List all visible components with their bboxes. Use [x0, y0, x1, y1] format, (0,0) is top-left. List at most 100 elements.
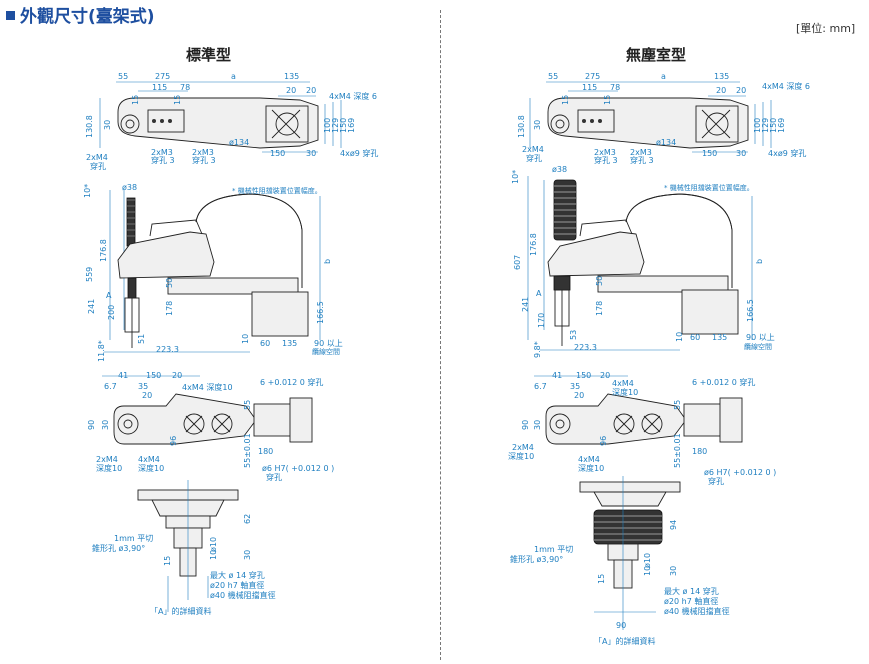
- cr-detail-cut: 1mm 平切: [534, 545, 573, 554]
- std-detail-v10: 10: [209, 550, 218, 560]
- cr-detail-v15: 15: [597, 574, 606, 584]
- cr-plan-d20: 20: [600, 371, 610, 380]
- cr-top-v15b: 15: [603, 95, 612, 105]
- std-detail-v62: 62: [243, 514, 252, 524]
- cr-plan-m4a-b: 深度10: [508, 451, 534, 461]
- cr-plan-h7: ø6 H7( +0.012 0 ): [704, 468, 776, 477]
- cr-side-phi38: ø38: [552, 165, 567, 174]
- cr-plan-d67: 6.7: [534, 382, 547, 391]
- cr-plan-d41: 41: [552, 371, 562, 380]
- std-side-d2233: 223.3: [156, 345, 179, 354]
- std-detail-phi40: ø40 機械阻擋直徑: [210, 590, 276, 600]
- cr-side-v1665: 166.5: [746, 299, 755, 322]
- std-plan-m4a-b: 深度10: [96, 463, 122, 473]
- std-top-da: a: [231, 72, 236, 81]
- std-side-vb: b: [323, 259, 332, 264]
- cr-detail-h7: ø20 h7 軸直徑: [664, 596, 718, 606]
- cr-top-d78: 78: [610, 83, 620, 92]
- std-top-d115: 115: [152, 83, 167, 92]
- std-side-v10: 10: [241, 334, 250, 344]
- std-side-v50: 50: [165, 278, 174, 288]
- std-top-d275: 275: [155, 72, 170, 81]
- cr-top-m4-2: 2xM4: [522, 145, 544, 154]
- cr-top-d20b: 20: [736, 86, 746, 95]
- cr-top-d275: 275: [585, 72, 600, 81]
- std-side-v51: 51: [137, 334, 146, 344]
- cr-top-d115: 115: [582, 83, 597, 92]
- std-side-note: * 機械性阻擋裝置位置幅度。: [232, 186, 322, 195]
- cr-detail-phi10: ø10: [643, 553, 652, 568]
- cr-side-v607: 607: [513, 255, 522, 270]
- cr-detail-v30: 30: [669, 566, 678, 576]
- cr-top-v1308: 130.8: [517, 115, 526, 138]
- std-plan-v90: 90: [87, 420, 96, 430]
- cr-plan-d35: 35: [570, 382, 580, 391]
- std-plan-view: 6.7 41 150 20 35 20 4xM4 深度10 6 +0.012 0…: [87, 371, 334, 482]
- cr-top-m3a: 2xM3: [594, 148, 616, 157]
- cr-plan-m4c-b: 深度10: [578, 463, 604, 473]
- std-top-m3b: 2xM3: [192, 148, 214, 157]
- standard-drawing: 55 275 a 135 115 78 20 20 4xM4 深度 6 130.…: [83, 72, 378, 616]
- std-top-d20b: 20: [306, 86, 316, 95]
- cr-side-d90: 90 以上: [746, 333, 775, 342]
- cr-detail-a: 94 30 15 10 ø10 1mm 平切 錐形孔 ø3,90° 最大 ø 1…: [510, 476, 730, 646]
- cr-top-m3b-b: 穿孔 3: [630, 155, 654, 165]
- cr-top-v15a: 15: [561, 95, 570, 105]
- cr-detail-v10: 10: [643, 566, 652, 576]
- cr-plan-view: 6.7 41 150 20 35 20 4xM4 深度10 6 +0.012 0…: [508, 371, 776, 486]
- cr-plan-v55: 55: [673, 400, 682, 410]
- std-plan-v96: 96: [169, 436, 178, 446]
- cr-side-v170: 170: [537, 313, 546, 328]
- std-side-d90: 90 以上: [314, 339, 343, 348]
- std-top-m3a-b: 穿孔 3: [151, 155, 175, 165]
- std-top-v169: 169: [347, 118, 356, 133]
- std-side-A: A: [106, 291, 112, 300]
- std-plan-h7b: 穿孔: [266, 472, 282, 482]
- standard-heading: 標準型: [186, 46, 232, 64]
- cr-plan-m4a: 2xM4: [512, 443, 534, 452]
- std-top-m4: 4xM4 深度 6: [329, 91, 377, 101]
- cr-top-d150: 150: [702, 149, 717, 158]
- cr-side-v53: 53: [569, 330, 578, 340]
- std-side-v178: 178: [165, 301, 174, 316]
- cr-top-m4: 4xM4 深度 6: [762, 81, 810, 91]
- std-side-v559: 559: [85, 267, 94, 282]
- cr-detail-cone: 錐形孔 ø3,90°: [510, 554, 563, 564]
- cr-plan-v55b: 55±0.01: [673, 433, 682, 468]
- cr-top-m3b: 2xM3: [630, 148, 652, 157]
- std-top-d20a: 20: [286, 86, 296, 95]
- std-side-d90b: 纜線空間: [312, 347, 340, 356]
- std-detail-h7: ø20 h7 軸直徑: [210, 580, 264, 590]
- cr-side-v10: 10: [675, 332, 684, 342]
- cr-side-d2233: 223.3: [574, 343, 597, 352]
- std-top-m4-2b: 穿孔: [90, 161, 106, 171]
- std-plan-d20b: 20: [142, 391, 152, 400]
- std-top-d135: 135: [284, 72, 299, 81]
- std-plan-m4b-b: 深度10: [138, 463, 164, 473]
- std-side-v200: 200: [107, 305, 116, 320]
- std-side-d135: 135: [282, 339, 297, 348]
- cleanroom-heading: 無塵室型: [626, 46, 687, 64]
- std-side-phi38: ø38: [122, 183, 137, 192]
- std-top-v129: 129: [331, 118, 340, 133]
- std-plan-m4a: 2xM4: [96, 455, 118, 464]
- cr-plan-d20b: 20: [574, 391, 584, 400]
- cr-top-d55: 55: [548, 72, 558, 81]
- cr-side-v50: 50: [595, 276, 604, 286]
- cr-top-hole9: 4xø9 穿孔: [768, 148, 806, 158]
- cr-top-v30: 30: [533, 120, 542, 130]
- cr-plan-v30: 30: [533, 420, 542, 430]
- std-detail-cut: 1mm 平切: [114, 534, 153, 543]
- std-top-hole9: 4xø9 穿孔: [340, 148, 378, 158]
- unit-label: [單位: mm]: [796, 22, 856, 35]
- cr-top-d30: 30: [736, 149, 746, 158]
- std-plan-v180: 180: [258, 447, 273, 456]
- cr-plan-d150: 150: [576, 371, 591, 380]
- std-detail-v15: 15: [163, 556, 172, 566]
- cr-side-d60: 60: [690, 333, 700, 342]
- std-top-d78: 78: [180, 83, 190, 92]
- std-side-v1768: 176.8: [99, 239, 108, 262]
- std-top-v15a: 15: [131, 95, 140, 105]
- std-side-view: * 機械性阻擋裝置位置幅度。 10* ø38 559 176.8 241 200…: [83, 183, 343, 362]
